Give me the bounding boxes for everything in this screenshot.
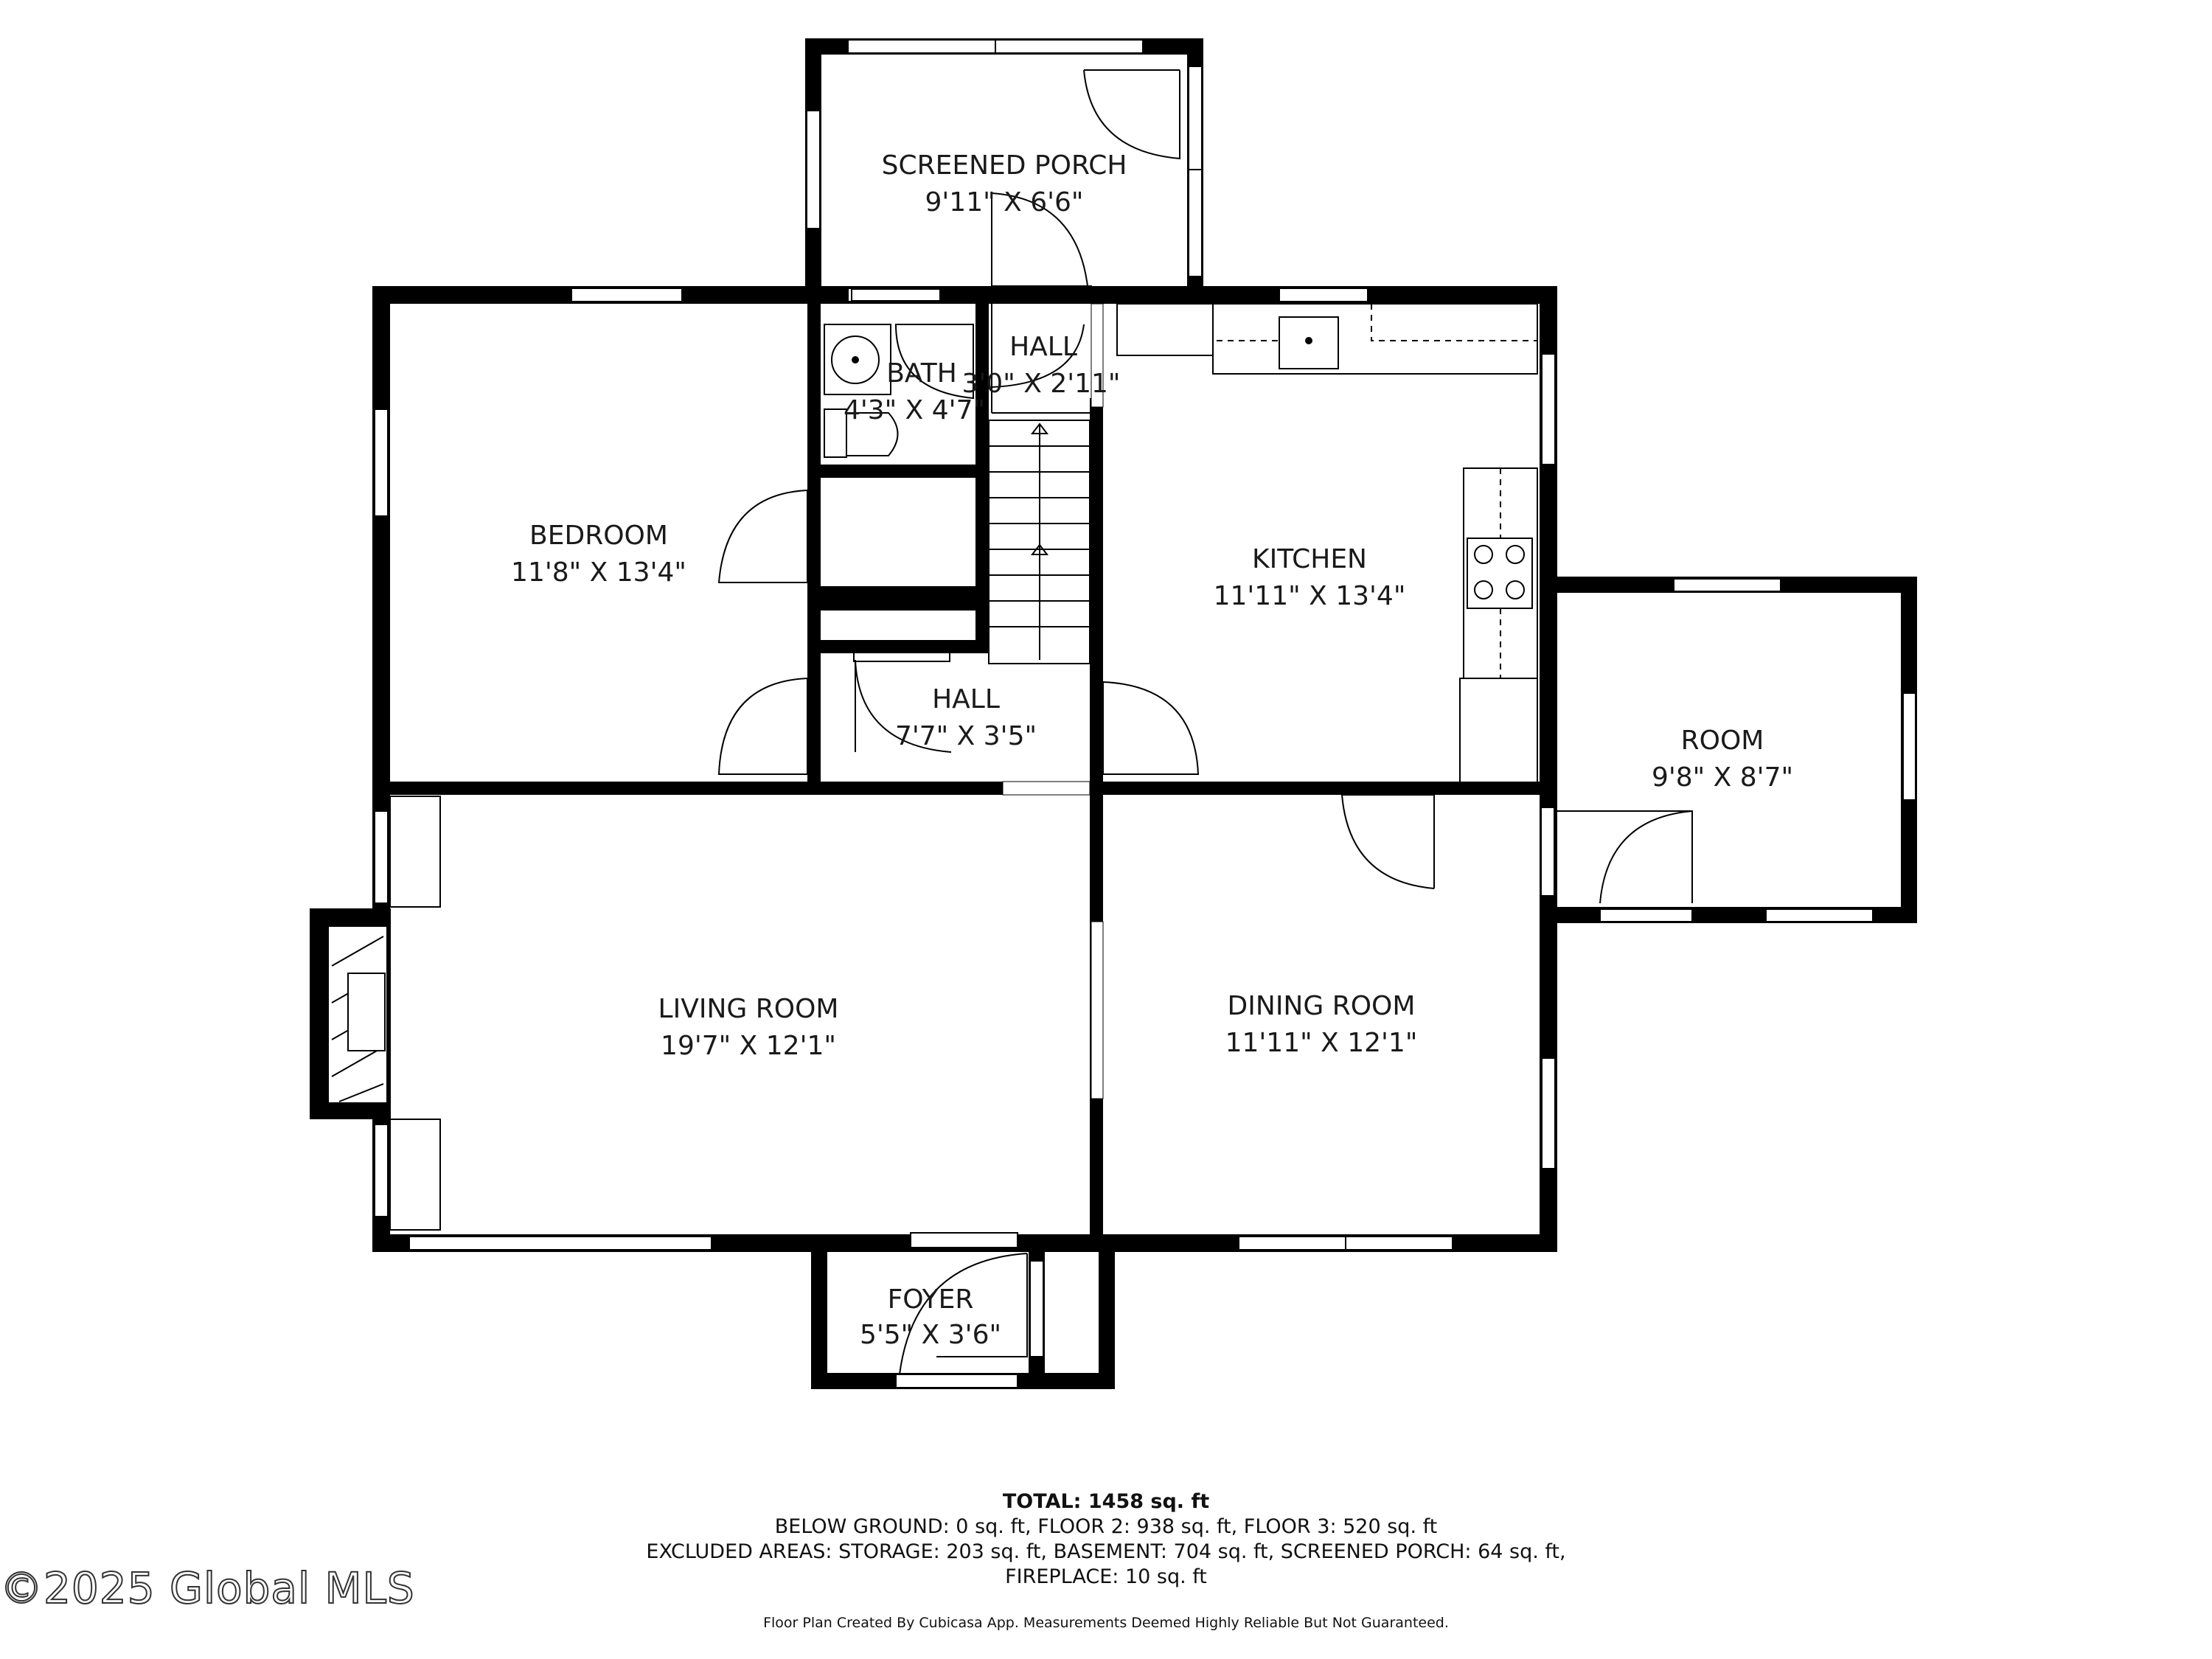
interior-walls: [372, 286, 1545, 1246]
staircase: [988, 420, 1091, 664]
screened-porch-name: SCREENED PORCH: [882, 150, 1127, 181]
living-room-name: LIVING ROOM: [658, 994, 839, 1024]
summary-line-3: FIREPLACE: 10 sq. ft: [1005, 1565, 1207, 1588]
openings: [1002, 303, 1104, 1099]
bedroom-name: BEDROOM: [529, 521, 668, 551]
disclaimer-text: Floor Plan Created By Cubicasa App. Meas…: [763, 1615, 1449, 1631]
hall-lower-dims: 7'7" X 3'5": [895, 721, 1037, 751]
kitchen-fixtures: [1116, 303, 1538, 784]
foyer-walls: [811, 1232, 1115, 1389]
hall-lower-name: HALL: [932, 684, 1000, 714]
dining-room-dims: 11'11" X 12'1": [1225, 1028, 1418, 1058]
foyer-name: FOYER: [888, 1284, 974, 1315]
living-room-dims: 19'7" X 12'1": [661, 1031, 836, 1061]
bath-name: BATH: [886, 358, 957, 389]
room-labels: SCREENED PORCH 9'11" X 6'6" BATH 4'3" X …: [511, 150, 1793, 1350]
bedroom-dims: 11'8" X 13'4": [511, 557, 686, 588]
copyright-watermark: ©2025 Global MLS: [0, 1562, 415, 1614]
kitchen-name: KITCHEN: [1252, 544, 1367, 574]
room-name: ROOM: [1681, 726, 1764, 756]
area-summary: TOTAL: 1458 sq. ft BELOW GROUND: 0 sq. f…: [516, 1489, 1696, 1590]
screened-porch-dims: 9'11" X 6'6": [925, 187, 1084, 218]
outer-walls: [372, 286, 1557, 1252]
hall-upper-name: HALL: [1009, 332, 1077, 362]
dining-room-name: DINING ROOM: [1228, 991, 1416, 1021]
doors: [717, 69, 1435, 889]
annex-walls: [1540, 577, 1917, 923]
bath-dims: 4'3" X 4'7": [844, 395, 985, 425]
hall-upper-dims: 3'0" X 2'11": [962, 369, 1121, 399]
summary-line-1: BELOW GROUND: 0 sq. ft, FLOOR 2: 938 sq.…: [774, 1515, 1438, 1538]
kitchen-dims: 11'11" X 13'4": [1214, 581, 1406, 611]
bath-fixtures: [824, 288, 974, 458]
summary-line-2: EXCLUDED AREAS: STORAGE: 203 sq. ft, BAS…: [646, 1540, 1566, 1563]
fireplace: [310, 796, 441, 1231]
total-area: TOTAL: 1458 sq. ft: [1002, 1490, 1210, 1513]
room-dims: 9'8" X 8'7": [1652, 762, 1793, 793]
screened-porch-walls: [805, 38, 1203, 304]
foyer-dims: 5'5" X 3'6": [860, 1320, 1001, 1350]
